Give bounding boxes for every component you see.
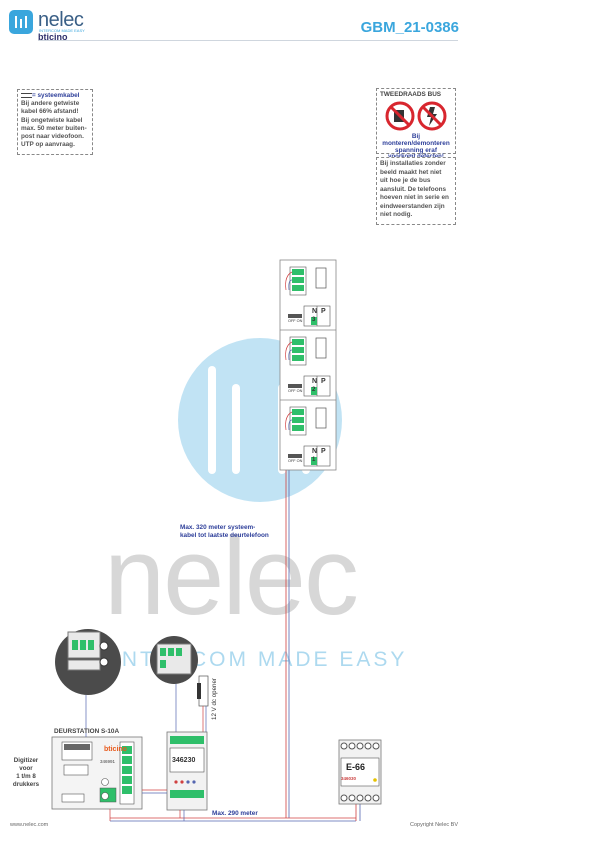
handset-3-p-label: P <box>321 308 326 315</box>
handset-1-p-label: P <box>321 448 326 455</box>
door-station-brand: bticino <box>104 746 127 753</box>
bus-info-note: Bij installaties zonder beeld maakt het … <box>376 157 456 225</box>
nelec-logo-icon <box>9 10 33 34</box>
handset-unit-3 <box>288 266 331 327</box>
handset-1-number: 1 <box>312 457 316 463</box>
header-divider <box>38 40 458 41</box>
opener-label: 12 V dc opener <box>211 678 218 720</box>
footer-website: www.nelec.com <box>10 822 49 828</box>
bus-note-title: TWEEDRAADS BUS <box>380 91 442 98</box>
handset-3-switch: OFF ON <box>288 319 303 323</box>
door-station-label: DEURSTATION S-10A <box>54 728 120 735</box>
handset-1-n-label: N <box>312 448 318 455</box>
handset-unit-2 <box>288 336 331 397</box>
max-290-label: Max. 290 meter <box>212 810 258 817</box>
handset-2-number: 2 <box>312 387 316 393</box>
watermark-word: nelec <box>104 515 359 638</box>
power-module-model: 346230 <box>172 757 196 764</box>
cable-note-line: max. 50 meter buiten- <box>21 124 87 132</box>
psu-e66 <box>338 739 382 805</box>
power-zoom-circle <box>150 636 198 733</box>
handset-1-switch: OFF ON <box>288 459 303 463</box>
handset-2-n-label: N <box>312 378 318 385</box>
cable-note: = systeemkabel Bij andere getwiste kabel… <box>17 89 93 155</box>
cable-note-line: Bij ongetwiste kabel <box>21 116 83 124</box>
partner-logo: bticino <box>38 32 68 42</box>
cable-note-title: = systeemkabel <box>21 92 89 100</box>
door-opener <box>197 675 209 732</box>
cable-legend-icon <box>21 92 32 98</box>
handset-2-switch: OFF ON <box>288 389 303 393</box>
door-station-model: 346991 <box>100 759 116 764</box>
cable-note-line: kabel 66% afstand! <box>21 108 79 116</box>
door-station <box>51 736 143 810</box>
brand-name: nelec <box>38 9 84 31</box>
power-module-346230 <box>166 731 208 811</box>
handset-unit-1 <box>288 406 331 467</box>
no-power-icon <box>385 101 447 131</box>
handset-3-n-label: N <box>312 308 318 315</box>
psu-name: E-66 <box>346 762 366 772</box>
handset-stack <box>279 259 337 471</box>
handset-3-number: 3 <box>312 317 316 323</box>
footer-copyright: Copyright Nelec BV <box>410 822 458 828</box>
warning-icons <box>380 99 452 133</box>
max-system-cable-label: Max. 320 meter systeem- kabel tot laatst… <box>180 524 269 539</box>
psu-model: 346030 <box>341 776 357 781</box>
cable-note-line: post naar videofoon. <box>21 133 84 141</box>
document-code: GBM_21-0386 <box>360 19 459 36</box>
digitizer-label: Digitizer voor 1 t/m 8 drukkers <box>12 757 40 788</box>
cable-note-line: Bij andere getwiste <box>21 100 80 108</box>
cable-note-line: UTP op aanvraag. <box>21 141 75 149</box>
brand-tagline: INTERCOM MADE EASY <box>39 28 85 33</box>
handset-2-p-label: P <box>321 378 326 385</box>
door-station-zoom-circle <box>55 629 121 737</box>
